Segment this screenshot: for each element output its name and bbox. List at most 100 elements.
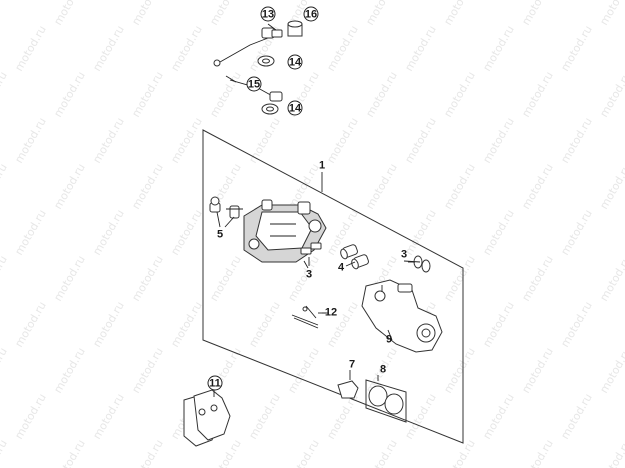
watermark-text: motod.ru [597, 161, 625, 211]
callout-number: 16 [305, 9, 317, 21]
watermark-text: motod.ru [129, 437, 165, 468]
callout-number: 15 [248, 79, 260, 91]
watermark-text: motod.ru [363, 161, 399, 211]
spring-clip-part [337, 370, 359, 399]
callout-9: 9 [386, 334, 392, 346]
watermark-text: motod.ru [0, 69, 10, 119]
callout-14a: 14 [287, 54, 303, 70]
watermark-text: motod.ru [285, 437, 321, 468]
watermark-text: motod.ru [51, 437, 87, 468]
watermark-text: motod.ru [0, 253, 10, 303]
callout-number: 3 [306, 269, 312, 281]
watermark-text: motod.ru [441, 253, 477, 303]
watermark-text: motod.ru [324, 391, 360, 441]
watermark-text: motod.ru [0, 437, 10, 468]
watermark-text: motod.ru [285, 345, 321, 395]
watermark-text: motod.ru [597, 69, 625, 119]
callout-12: 12 [325, 307, 337, 319]
watermark-text: motod.ru [129, 253, 165, 303]
callout-13: 13 [260, 6, 276, 22]
callout-number: 5 [217, 229, 223, 241]
callout-circle [260, 6, 276, 22]
seal-parts-left [300, 242, 322, 266]
watermark-text: motod.ru [519, 345, 555, 395]
callout-3b: 3 [401, 249, 407, 261]
watermark-text: motod.ru [363, 437, 399, 468]
watermark-text: motod.ru [597, 345, 625, 395]
watermark-text: motod.ru [480, 391, 516, 441]
watermark-text: motod.ru [90, 299, 126, 349]
watermark-text: motod.ru [129, 161, 165, 211]
watermark-text: motod.ru [480, 299, 516, 349]
watermark-text: motod.ru [90, 391, 126, 441]
callout-circle [303, 6, 319, 22]
washer-part-lower [261, 103, 279, 115]
watermark-text: motod.ru [402, 23, 438, 73]
watermark-text: motod.ru [441, 345, 477, 395]
watermark-text: motod.ru [558, 391, 594, 441]
watermark-text: motod.ru [324, 115, 360, 165]
callout-circle [287, 54, 303, 70]
banjo-bolt-part [287, 20, 303, 37]
watermark-text: motod.ru [90, 115, 126, 165]
watermark-text: motod.ru [246, 115, 282, 165]
watermark-text: motod.ru [12, 207, 48, 257]
watermark-text: motod.ru [558, 299, 594, 349]
watermark-text: motod.ru [558, 115, 594, 165]
watermark-text: motod.ru [129, 345, 165, 395]
callout-number: 14 [289, 57, 302, 69]
caliper-body-part [243, 199, 327, 263]
piston-parts [340, 244, 369, 270]
watermark-text: motod.ru [0, 345, 10, 395]
watermark-text: motod.ru [168, 23, 204, 73]
watermark-text: motod.ru [51, 161, 87, 211]
watermark-text: motod.ru [402, 207, 438, 257]
watermark-text: motod.ru [519, 0, 555, 28]
callout-number: 12 [325, 307, 337, 319]
watermark-text: motod.ru [90, 207, 126, 257]
watermark-text: motod.ru [597, 437, 625, 468]
callout-5: 5 [217, 229, 223, 241]
watermark-text: motod.ru [324, 23, 360, 73]
callout-1: 1 [319, 160, 325, 172]
callout-number: 13 [262, 9, 274, 21]
watermark-text: motod.ru [597, 253, 625, 303]
watermark-text: motod.ru [558, 23, 594, 73]
callout-14b: 14 [287, 100, 303, 116]
watermark-text: motod.ru [51, 69, 87, 119]
watermark-text: motod.ru [0, 161, 10, 211]
watermark-text: motod.ru [51, 0, 87, 28]
watermark-text: motod.ru [207, 69, 243, 119]
callout-number: 9 [386, 334, 392, 346]
watermark-text: motod.ru [129, 69, 165, 119]
callout-number: 7 [349, 359, 355, 371]
caliper-carrier-part [361, 279, 443, 353]
callout-16: 16 [303, 6, 319, 22]
watermark-text: motod.ru [480, 115, 516, 165]
watermark-text: motod.ru [0, 0, 10, 28]
watermark-text: motod.ru [480, 23, 516, 73]
callout-number: 3 [401, 249, 407, 261]
watermark-text: motod.ru [597, 0, 625, 28]
watermark-text: motod.ru [441, 69, 477, 119]
watermark-text: motod.ru [363, 0, 399, 28]
watermark-text: motod.ru [246, 299, 282, 349]
washer-part-upper [257, 55, 275, 67]
watermark-text: motod.ru [402, 391, 438, 441]
callout-number: 8 [380, 364, 386, 376]
watermark-text: motod.ru [480, 207, 516, 257]
watermark-text: motod.ru [441, 0, 477, 28]
callout-number: 4 [338, 262, 345, 274]
callout-circle [246, 76, 262, 92]
pad-pin-part [291, 305, 326, 329]
watermark-text: motod.ru [12, 299, 48, 349]
callout-4: 4 [338, 262, 345, 274]
callout-3a: 3 [306, 269, 312, 281]
watermark-text: motod.ru [51, 253, 87, 303]
watermark-text: motod.ru [519, 437, 555, 468]
leader-lines [303, 172, 421, 314]
brake-pad-kit-part [365, 375, 407, 423]
